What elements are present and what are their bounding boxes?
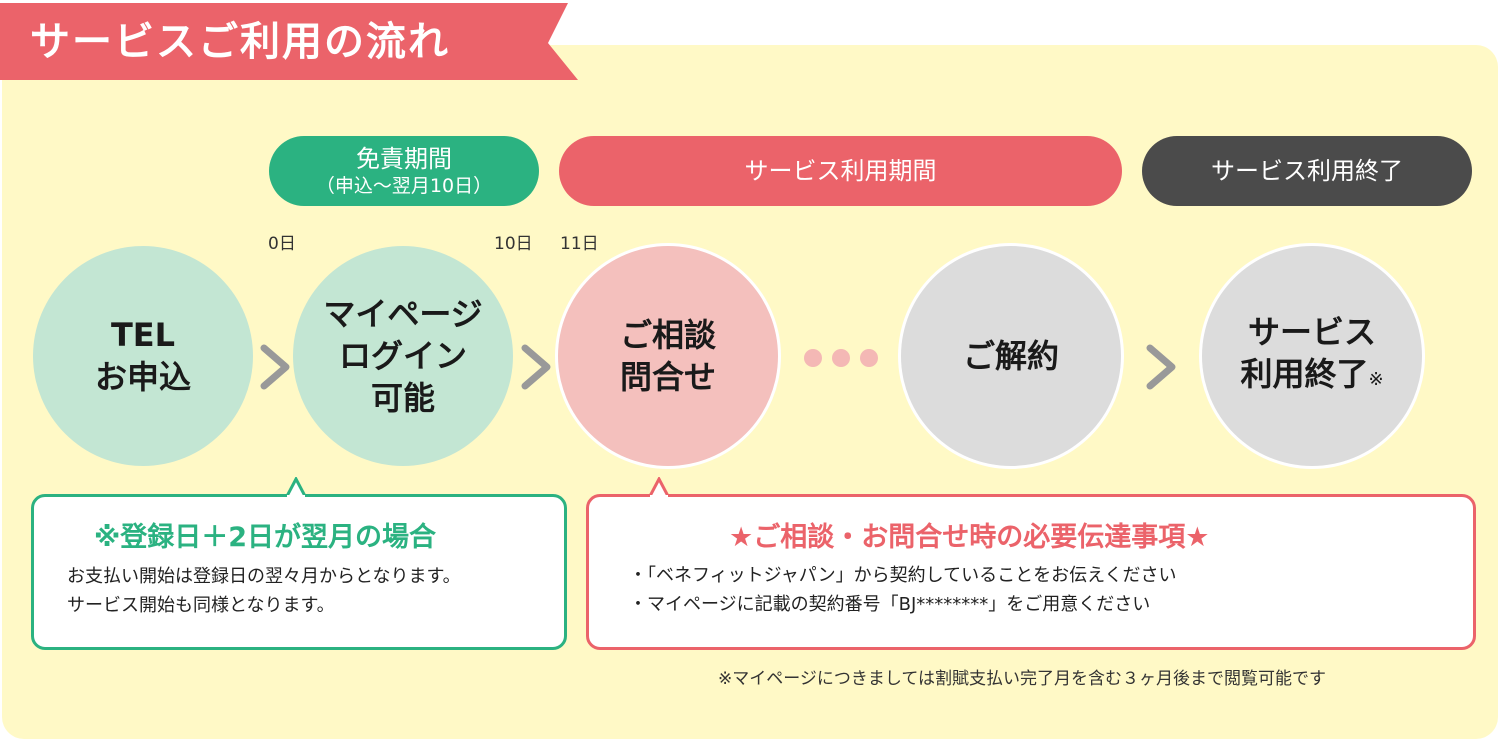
step-apply-line1: TEL xyxy=(110,316,176,354)
chevron-right-icon xyxy=(1146,344,1176,390)
registration-note-body: お支払い開始は登録日の翌々月からとなります。 サービス開始も同様となります。 xyxy=(67,562,461,620)
exemption-period-label: 免責期間 xyxy=(356,145,452,173)
registration-note-line2: サービス開始も同様となります。 xyxy=(67,595,335,616)
step-consult-line1: ご相談 xyxy=(619,316,716,354)
inquiry-requirements-callout: ★ご相談・お問合せ時の必要伝達事項★ ・「ベネフィットジャパン」から契約している… xyxy=(586,477,1476,650)
inquiry-requirements-body: ・「ベネフィットジャパン」から契約していることをお伝えください ・マイページに記… xyxy=(629,561,1177,619)
step-finish-note-mark: ※ xyxy=(1368,369,1384,390)
callout-pointer xyxy=(649,477,669,497)
inquiry-requirements-heading: ★ご相談・お問合せ時の必要伝達事項★ xyxy=(729,522,1210,553)
title-ribbon xyxy=(0,3,578,80)
step-finish-line1: サービス xyxy=(1247,313,1376,351)
step-mypage-line3: 可能 xyxy=(370,379,435,417)
service-period-pill: サービス利用期間 xyxy=(559,136,1122,206)
chevron-right-icon xyxy=(521,344,551,390)
step-consult-circle: ご相談 問合せ xyxy=(558,246,778,466)
step-apply-line2: お申込 xyxy=(94,358,191,396)
registration-note-line1: お支払い開始は登録日の翌々月からとなります。 xyxy=(67,566,461,587)
exemption-period-sub: （申込〜翌月10日） xyxy=(315,175,493,197)
ellipsis-icon xyxy=(804,349,878,367)
step-consult-line2: 問合せ xyxy=(619,358,716,396)
chevron-right-icon xyxy=(260,344,290,390)
step-mypage-line2: ログイン xyxy=(338,337,467,375)
service-end-pill: サービス利用終了 xyxy=(1142,136,1472,206)
page-title: サービスご利用の流れ xyxy=(30,19,450,65)
registration-note-callout: ※登録日＋2日が翌月の場合 お支払い開始は登録日の翌々月からとなります。 サービ… xyxy=(31,477,567,650)
exemption-period-pill: 免責期間 （申込〜翌月10日） xyxy=(269,136,539,206)
service-period-label: サービス利用期間 xyxy=(744,157,937,185)
callout-pointer xyxy=(286,477,306,497)
inquiry-requirements-line2: ・マイページに記載の契約番号「BJ********」をご用意ください xyxy=(629,594,1151,615)
step-apply-circle: TEL お申込 xyxy=(33,246,253,466)
step-finish-line2-wrap: 利用終了※ xyxy=(1240,353,1383,401)
registration-note-heading: ※登録日＋2日が翌月の場合 xyxy=(94,522,437,553)
inquiry-requirements-line1: ・「ベネフィットジャパン」から契約していることをお伝えください xyxy=(629,565,1177,586)
mypage-footnote: ※マイページにつきましては割賦支払い完了月を含む３ヶ月後まで閲覧可能です xyxy=(718,669,1327,689)
step-finish-circle: サービス 利用終了※ xyxy=(1202,246,1422,466)
step-mypage-line1: マイページ xyxy=(323,295,483,333)
step-mypage-circle: マイページ ログイン 可能 xyxy=(293,246,513,466)
day-11-label: 11日 xyxy=(560,234,599,254)
step-finish-line2: 利用終了 xyxy=(1240,355,1369,393)
step-cancel-circle: ご解約 xyxy=(901,246,1121,466)
day-0-label: 0日 xyxy=(268,234,296,254)
day-10-label: 10日 xyxy=(494,234,533,254)
step-cancel-line1: ご解約 xyxy=(962,337,1059,375)
service-end-label: サービス利用終了 xyxy=(1211,157,1403,185)
